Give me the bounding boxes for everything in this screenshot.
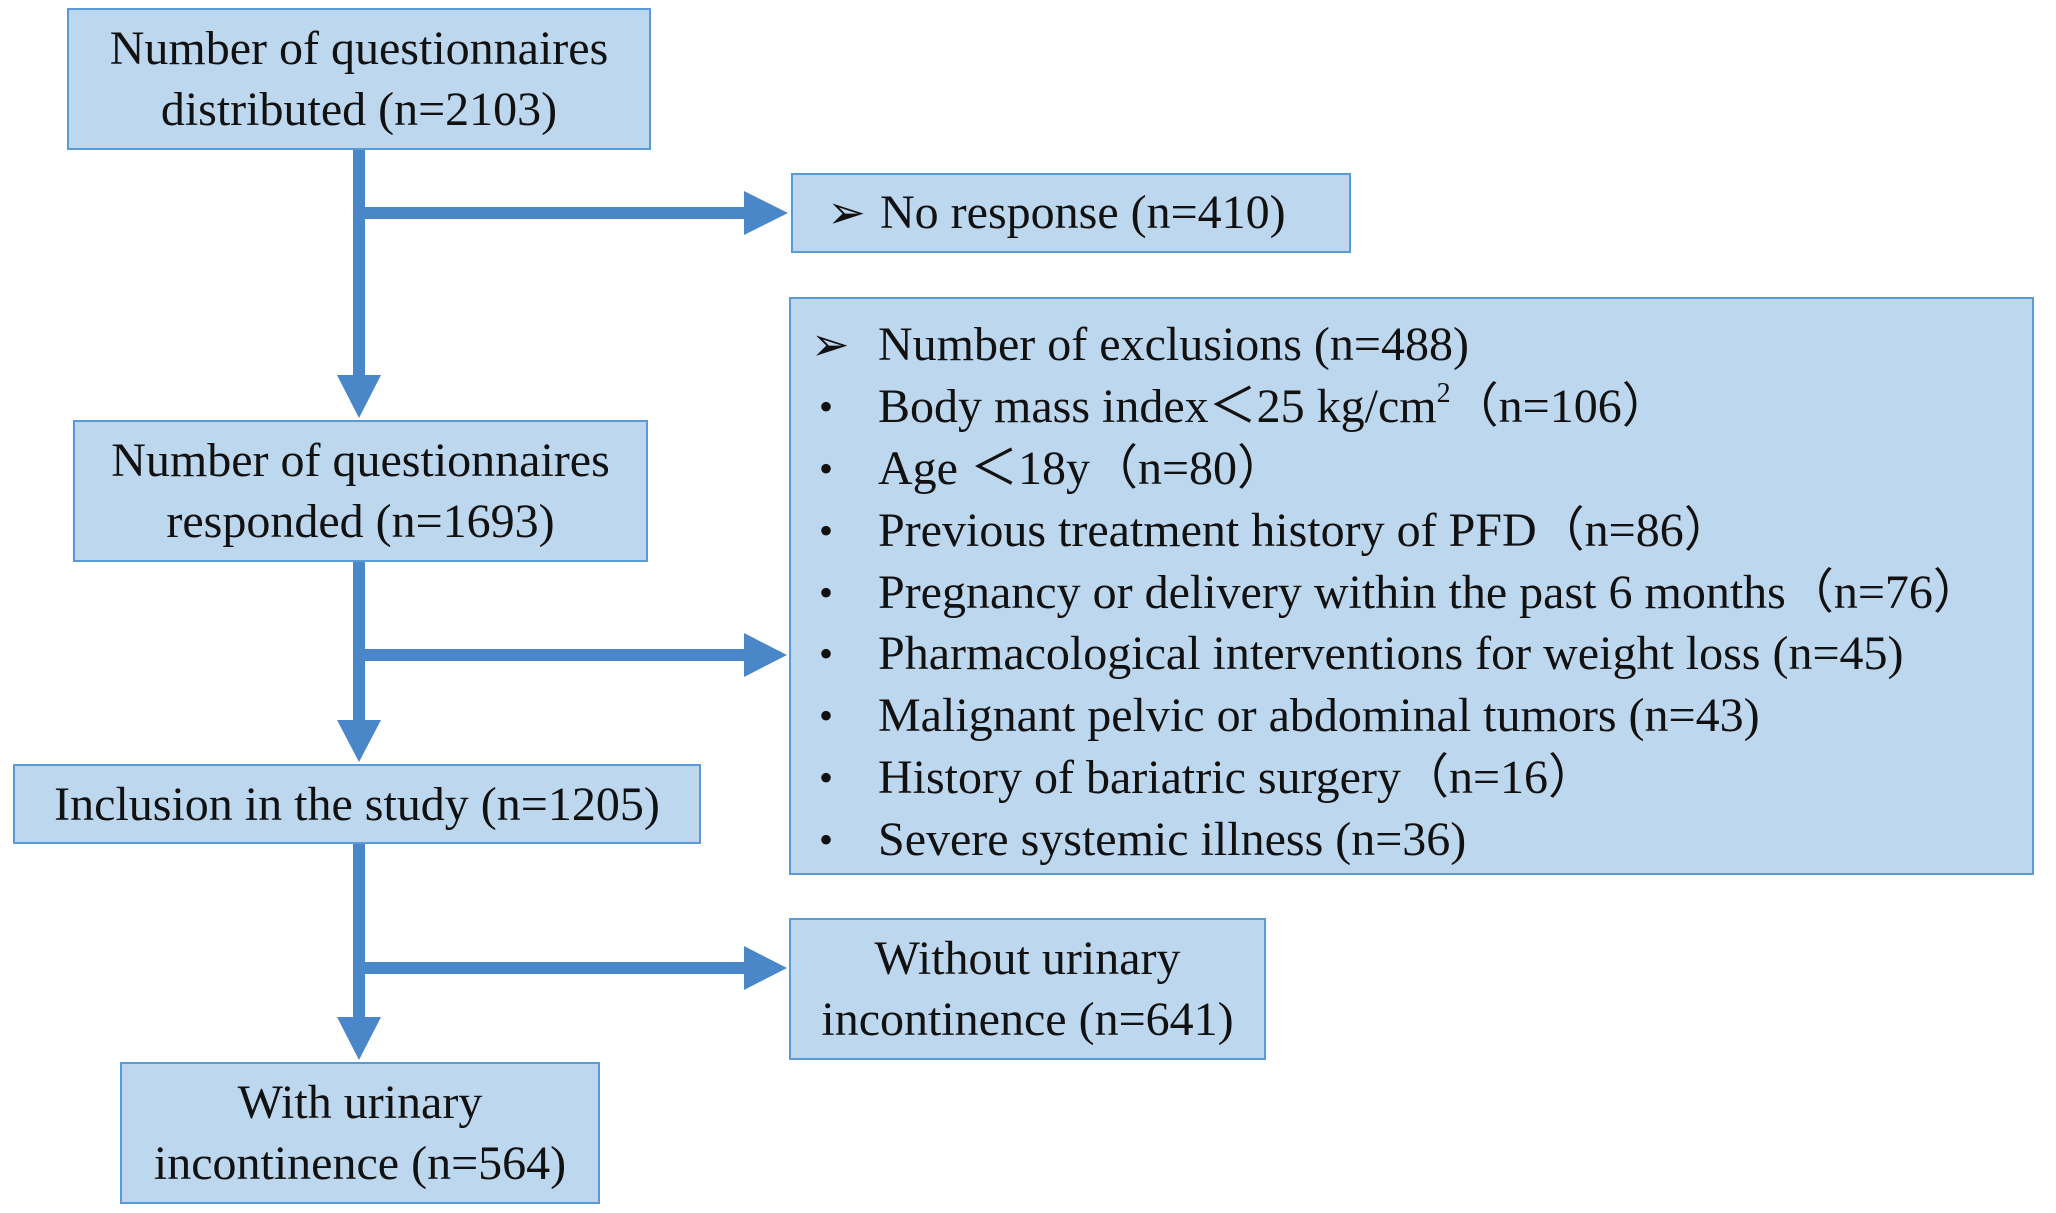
box-questionnaires-responded: Number of questionnaires responded (n=16… <box>73 420 648 562</box>
bullet-icon: • <box>819 384 834 430</box>
box-inclusion: Inclusion in the study (n=1205) <box>13 764 701 844</box>
exclusion-item-tumors: • Malignant pelvic or abdominal tumors (… <box>811 685 1760 747</box>
bullet-icon: • <box>819 816 834 862</box>
arrow-down-to-with-ui <box>337 1017 381 1060</box>
bullet-icon: • <box>819 693 834 739</box>
box-line: distributed (n=2103) <box>160 83 558 136</box>
arrow-right-to-no-response <box>744 191 788 235</box>
box-without-urinary-incontinence: Without urinary incontinence (n=641) <box>789 918 1266 1060</box>
exclusion-item-pfd: • Previous treatment history of PFD（n=86… <box>811 499 1732 561</box>
exclusion-item-text: Severe systemic illness (n=36) <box>878 812 1467 866</box>
exclusions-title-row: ➢ Number of exclusions (n=488) <box>811 314 1469 376</box>
connector-line <box>359 962 744 974</box>
connector-line <box>359 207 744 219</box>
bullet-icon: • <box>819 445 834 491</box>
box-line: Number of questionnaires <box>111 434 610 487</box>
arrowhead-bullet-icon: ➢ <box>827 187 866 239</box>
bmi-superscript: 2 <box>1436 378 1451 410</box>
exclusion-item-pharma: • Pharmacological interventions for weig… <box>811 623 1904 685</box>
box-line: responded (n=1693) <box>166 495 555 548</box>
bullet-icon: • <box>819 631 834 677</box>
arrowhead-bullet-icon: ➢ <box>811 319 850 371</box>
connector-line <box>353 844 365 1017</box>
exclusion-item-text: Malignant pelvic or abdominal tumors (n=… <box>878 689 1760 743</box>
arrow-down-to-responded <box>337 375 381 418</box>
exclusion-item-illness: • Severe systemic illness (n=36) <box>811 808 1466 870</box>
box-exclusions: ➢ Number of exclusions (n=488) • Body ma… <box>789 297 2034 875</box>
exclusion-item-age: • Age ＜18y（n=80） <box>811 438 1285 500</box>
box-line: Without urinary <box>874 932 1181 985</box>
arrow-right-to-without-ui <box>744 946 787 990</box>
box-with-urinary-incontinence: With urinary incontinence (n=564) <box>120 1062 600 1204</box>
connector-line <box>353 150 365 375</box>
box-line: incontinence (n=641) <box>821 993 1234 1046</box>
exclusion-item-text: Body mass index＜25 kg/cm2（n=106） <box>878 376 1670 437</box>
bmi-text: Body mass index＜25 kg/cm <box>878 380 1437 434</box>
bullet-icon: • <box>819 569 834 615</box>
exclusion-item-bariatric: • History of bariatric surgery（n=16） <box>811 747 1596 809</box>
bmi-count: （n=106） <box>1450 380 1670 434</box>
exclusions-title: Number of exclusions (n=488) <box>878 318 1469 372</box>
exclusion-item-bmi: • Body mass index＜25 kg/cm2（n=106） <box>811 376 1670 438</box>
box-line: Number of questionnaires <box>109 22 609 75</box>
arrow-down-to-inclusion <box>337 720 381 762</box>
box-line: With urinary <box>237 1076 483 1129</box>
arrow-right-to-exclusions <box>744 633 787 677</box>
no-response-text: No response (n=410) <box>880 186 1286 240</box>
exclusion-item-text: Pharmacological interventions for weight… <box>878 627 1904 681</box>
box-line: Inclusion in the study (n=1205) <box>54 777 660 831</box>
bullet-icon: • <box>819 754 834 800</box>
connector-line <box>353 562 365 720</box>
box-no-response: ➢ No response (n=410) <box>791 173 1351 253</box>
connector-line <box>359 649 744 661</box>
exclusion-item-text: Pregnancy or delivery within the past 6 … <box>878 565 1981 619</box>
exclusion-item-pregnancy: • Pregnancy or delivery within the past … <box>811 561 1981 623</box>
box-line: incontinence (n=564) <box>153 1137 567 1190</box>
exclusion-item-text: History of bariatric surgery（n=16） <box>878 750 1597 804</box>
exclusion-item-text: Previous treatment history of PFD（n=86） <box>878 503 1732 557</box>
exclusion-item-text: Age ＜18y（n=80） <box>878 441 1286 495</box>
box-questionnaires-distributed: Number of questionnaires distributed (n=… <box>67 8 651 150</box>
bullet-icon: • <box>819 507 834 553</box>
